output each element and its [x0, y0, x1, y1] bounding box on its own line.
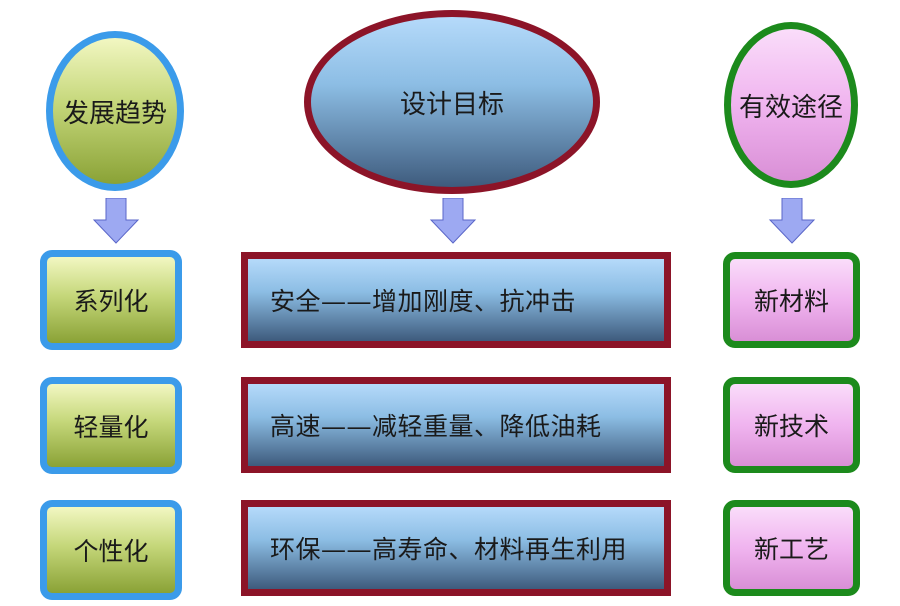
path-item-1: 新材料 — [723, 252, 860, 348]
trend-item-3: 个性化 — [40, 500, 182, 600]
trend-item-2-label: 轻量化 — [73, 412, 149, 442]
goal-item-2-label: 高速——减轻重量、降低油耗 — [270, 412, 602, 441]
trend-item-1: 系列化 — [40, 250, 182, 350]
path-item-2: 新技术 — [723, 377, 860, 473]
path-item-1-label: 新材料 — [753, 287, 829, 316]
goal-header-label: 设计目标 — [399, 89, 504, 120]
goal-header-ellipse: 设计目标 — [304, 10, 600, 194]
trend-item-1-label: 系列化 — [73, 287, 149, 316]
trend-header-label: 发展趋势 — [62, 98, 167, 129]
trend-item-2: 轻量化 — [40, 377, 182, 474]
goal-item-3-label: 环保——高寿命、材料再生利用 — [270, 535, 628, 564]
down-arrow-icon — [768, 198, 816, 244]
down-arrow-icon — [92, 198, 140, 244]
trend-item-3-label: 个性化 — [73, 537, 149, 566]
goal-item-1: 安全——增加刚度、抗冲击 — [241, 252, 671, 348]
path-item-3-label: 新工艺 — [753, 535, 829, 564]
goal-item-1-label: 安全——增加刚度、抗冲击 — [270, 287, 577, 316]
path-item-2-label: 新技术 — [753, 412, 829, 441]
down-arrow-icon — [429, 198, 477, 244]
goal-item-3: 环保——高寿命、材料再生利用 — [241, 500, 671, 596]
goal-item-2: 高速——减轻重量、降低油耗 — [241, 377, 671, 473]
path-header-label: 有效途径 — [738, 92, 843, 123]
path-header-ellipse: 有效途径 — [724, 22, 858, 188]
trend-header-ellipse: 发展趋势 — [46, 31, 184, 191]
path-item-3: 新工艺 — [723, 500, 860, 596]
